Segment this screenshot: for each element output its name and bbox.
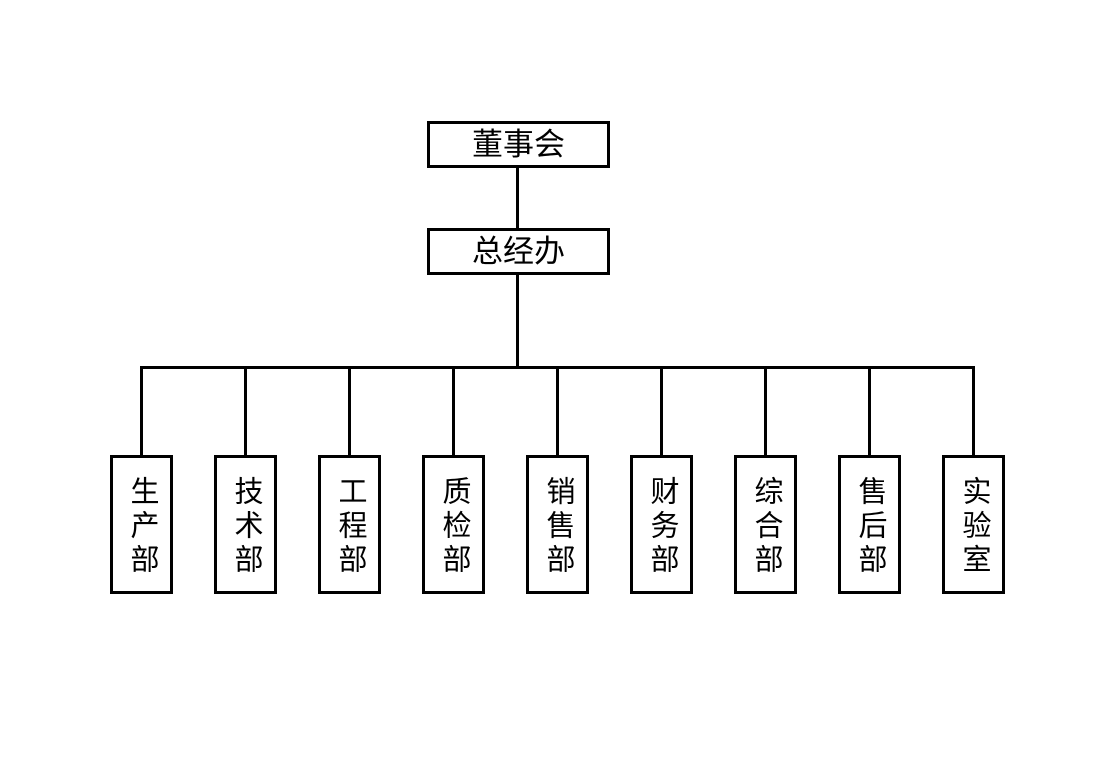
drop-line-laboratory (972, 366, 975, 456)
connector-board-office (516, 167, 519, 229)
gm-office-label: 总经办 (472, 234, 565, 269)
dept-label-quality: 质检部 (438, 476, 470, 578)
drop-line-technology (244, 366, 247, 456)
dept-box-after-sales: 售后部 (838, 455, 901, 594)
gm-office-box: 总经办 (427, 228, 610, 275)
dept-label-engineering: 工程部 (334, 476, 366, 578)
dept-box-quality: 质检部 (422, 455, 485, 594)
board-box: 董事会 (427, 121, 610, 168)
drop-line-engineering (348, 366, 351, 456)
dept-label-general-affairs: 综合部 (750, 476, 782, 578)
dept-label-after-sales: 售后部 (854, 476, 886, 578)
connector-office-bus (516, 274, 519, 367)
dept-label-finance: 财务部 (646, 476, 678, 578)
dept-box-engineering: 工程部 (318, 455, 381, 594)
dept-box-technology: 技术部 (214, 455, 277, 594)
dept-box-production: 生产部 (110, 455, 173, 594)
board-label: 董事会 (472, 127, 565, 162)
drop-line-after-sales (868, 366, 871, 456)
drop-line-finance (660, 366, 663, 456)
dept-label-technology: 技术部 (230, 476, 262, 578)
dept-label-production: 生产部 (126, 476, 158, 578)
drop-line-production (140, 366, 143, 456)
drop-line-general-affairs (764, 366, 767, 456)
dept-box-laboratory: 实验室 (942, 455, 1005, 594)
dept-label-laboratory: 实验室 (958, 476, 990, 578)
drop-line-quality (452, 366, 455, 456)
dept-box-sales: 销售部 (526, 455, 589, 594)
dept-box-general-affairs: 综合部 (734, 455, 797, 594)
dept-box-finance: 财务部 (630, 455, 693, 594)
drop-line-sales (556, 366, 559, 456)
dept-label-sales: 销售部 (542, 476, 574, 578)
